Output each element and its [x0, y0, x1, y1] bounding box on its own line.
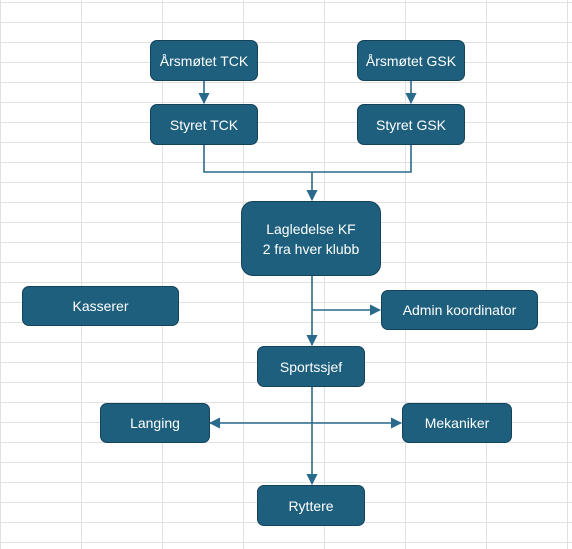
- node-label: Kasserer: [72, 298, 129, 314]
- node-label: Styret GSK: [375, 116, 447, 133]
- node-arsmotet-tck[interactable]: Årsmøtet TCK: [150, 40, 258, 81]
- node-styret-gsk[interactable]: Styret GSK: [357, 104, 465, 145]
- node-ryttere[interactable]: Ryttere: [257, 485, 365, 526]
- node-arsmotet-gsk[interactable]: Årsmøtet GSK: [357, 40, 465, 81]
- node-mekaniker[interactable]: Mekaniker: [402, 403, 512, 443]
- node-sportssjef[interactable]: Sportssjef: [257, 346, 365, 387]
- node-label: Admin koordinator: [402, 302, 517, 318]
- node-kasserer[interactable]: Kasserer: [22, 286, 179, 326]
- node-styret-tck[interactable]: Styret TCK: [150, 104, 258, 145]
- node-admin-koordinator[interactable]: Admin koordinator: [381, 290, 538, 330]
- node-label: Styret TCK: [169, 116, 239, 133]
- node-label: Sportssjef: [279, 358, 343, 375]
- node-label: Langing: [130, 415, 180, 431]
- node-lagledelse-kf[interactable]: Lagledelse KF 2 fra hver klubb: [241, 201, 381, 276]
- connector-styret-gsk-to-join: [312, 145, 412, 173]
- node-label: Mekaniker: [424, 415, 490, 431]
- node-label-line1: Lagledelse KF: [266, 220, 356, 237]
- node-label: Årsmøtet TCK: [159, 52, 249, 69]
- node-label: Årsmøtet GSK: [365, 52, 457, 69]
- node-label: Ryttere: [288, 497, 334, 514]
- node-langing[interactable]: Langing: [100, 403, 210, 443]
- node-label-line2: 2 fra hver klubb: [262, 240, 360, 257]
- connector-styret-tck-to-join: [203, 145, 312, 173]
